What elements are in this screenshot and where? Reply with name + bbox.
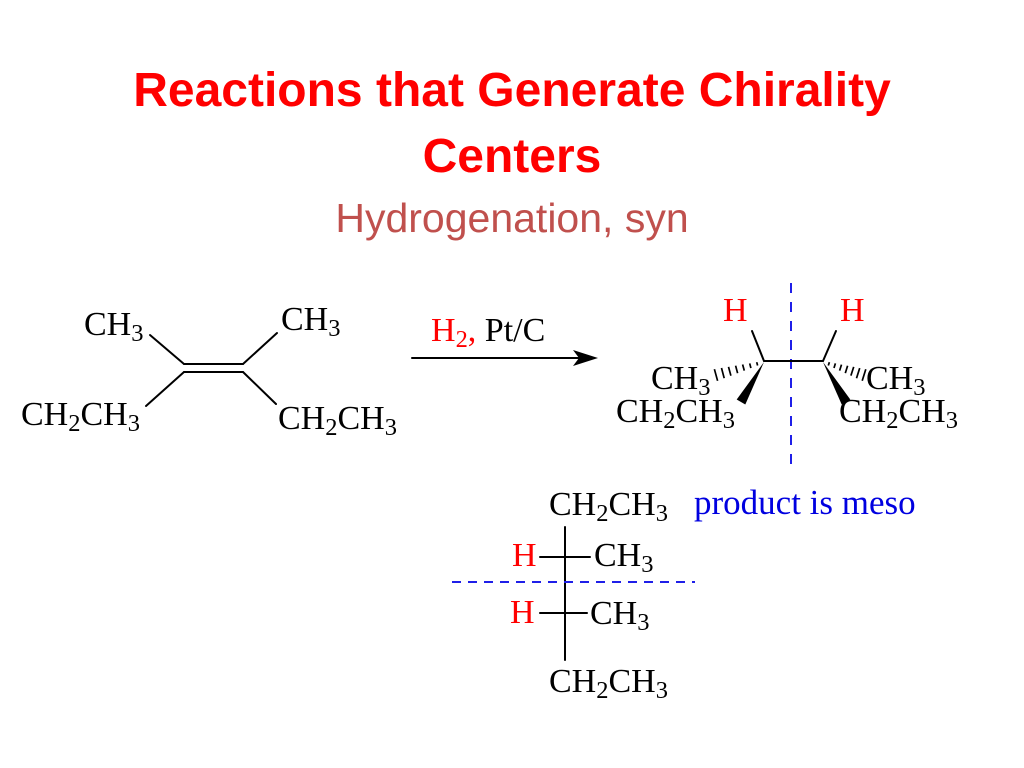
catalyst-label: Pt/C [484,312,546,349]
hashed-wedge-bond-right-methyl [827,361,867,381]
product-right-hydrogen-label: H [840,292,865,329]
product-structure [713,283,867,467]
solid-wedge-bond-left-ethyl [736,362,764,405]
subscript: 2 [886,407,899,435]
bond-to-right-hydrogen [822,330,837,362]
meso-annotation: product is meso [694,483,916,522]
subscript: 3 [698,374,711,402]
product-left-hydrogen-label: H [723,292,748,329]
reaction-conditions: H2, Pt/C [431,314,545,353]
subscript: 2 [325,414,338,442]
arrowhead [573,350,598,366]
fischer-bottom-group-label: CH2CH3 [549,663,668,705]
subscript: 3 [127,410,140,438]
reactant-top-left-methyl-label: CH3 [84,306,144,348]
reactant-top-right-methyl-label: CH3 [281,301,341,343]
subscript: 2 [596,677,609,705]
subscript: 3 [384,414,397,442]
fischer-top-group-label: CH2CH3 [549,486,668,528]
product-left-methyl-label: CH3 [651,360,711,402]
bond-to-bottom-left-ethyl [145,371,185,407]
solid-wedge-bond-right-ethyl [823,362,851,405]
subscript: 3 [655,677,668,705]
reaction-arrow [411,350,598,366]
bond-to-bottom-right-ethyl [242,371,277,405]
reactant-alkene-structure [145,332,278,407]
reactant-bottom-right-ethyl-label: CH2CH3 [278,400,397,442]
fischer-row-2-left-label: H [510,594,535,631]
subscript: 2 [455,326,468,354]
subscript: 3 [131,320,144,348]
bond-to-top-left-methyl [149,334,185,365]
slide-title: Reactions that Generate Chirality Center… [133,64,891,183]
product-left-ethyl-label: CH2CH3 [616,393,735,435]
subscript: 3 [637,609,650,637]
reactant-bottom-left-ethyl-label: CH2CH3 [21,396,140,438]
subscript: 3 [722,407,735,435]
subscript: 3 [655,500,668,528]
subscript: 3 [641,551,654,579]
subscript: 3 [328,315,341,343]
subscript: 3 [913,374,926,402]
product-right-ethyl-label: CH2CH3 [839,393,958,435]
hashed-wedge-bond-left-methyl [713,361,759,382]
bond-to-left-hydrogen [751,330,765,362]
fischer-projection [452,526,695,661]
subscript: 2 [596,500,609,528]
product-right-methyl-label: CH3 [866,360,926,402]
reagent-label: H2, [431,312,477,354]
subscript: 2 [663,407,676,435]
fischer-row-1-left-label: H [512,537,537,574]
subscript: 2 [68,410,81,438]
bond-to-top-right-methyl [242,332,278,365]
subscript: 3 [945,407,958,435]
slide-subtitle: Hydrogenation, syn [335,195,689,241]
fischer-row-1-right-label: CH3 [594,537,654,579]
fischer-row-2-right-label: CH3 [590,595,650,637]
